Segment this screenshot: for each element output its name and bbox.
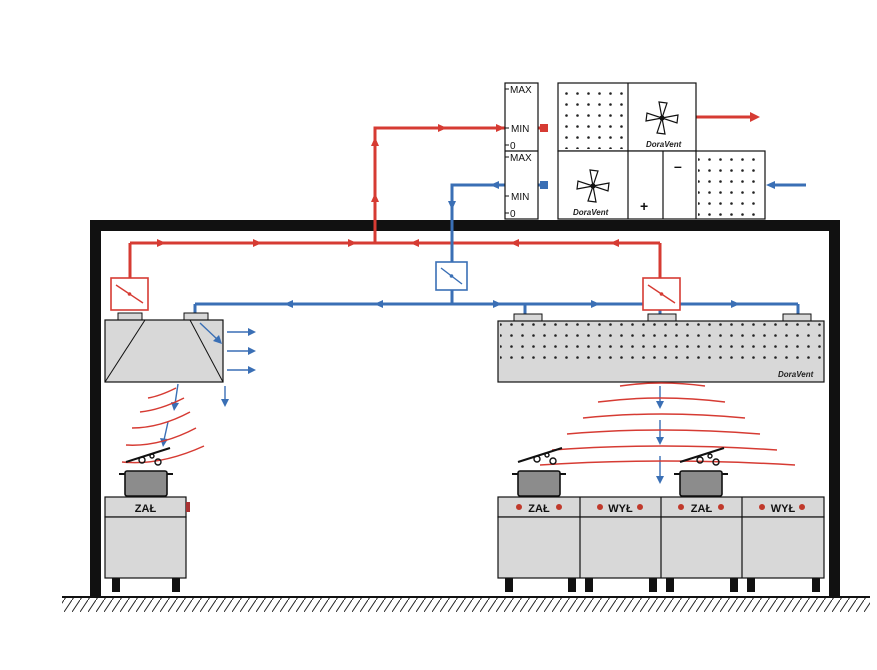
- floor: [62, 596, 870, 612]
- steam-icon: [533, 452, 557, 465]
- exhaust-flow-arrows: [284, 181, 775, 308]
- supply-min-label: MIN: [511, 124, 529, 135]
- supply-filter: [560, 85, 626, 149]
- supply-unit-brand: DoraVent: [646, 140, 682, 149]
- exhaust-air-unit: DoraVent + –: [557, 150, 766, 220]
- damper-icon: [642, 277, 681, 311]
- right-exhaust-hood: DoraVent: [497, 313, 825, 383]
- supply-air-ducts: [128, 115, 752, 278]
- left-hood-airflow: [160, 322, 256, 447]
- exhaust-zero-label: 0: [510, 209, 516, 220]
- heat-wave-icon: [121, 387, 205, 464]
- exhaust-filter: [698, 153, 763, 217]
- hood-diffuser: [500, 323, 822, 367]
- heat-wave-icon: [539, 382, 796, 466]
- damper-icon: [110, 277, 149, 311]
- exhaust-max-label: MAX: [510, 153, 532, 164]
- supply-flow-arrows: [157, 112, 760, 247]
- heater-minus-label: –: [674, 158, 682, 174]
- right-stove-bank: ZAŁ WYŁ ZAŁ WYŁ: [497, 496, 825, 592]
- stove-switch-label: WYŁ: [608, 503, 633, 515]
- heater-plus-label: +: [640, 198, 648, 214]
- right-hood-airflow: [656, 386, 664, 484]
- exhaust-unit-brand: DoraVent: [573, 208, 609, 217]
- hood-brand: DoraVent: [778, 370, 814, 379]
- supply-air-unit: DoraVent: [557, 82, 697, 152]
- fan-icon: [645, 101, 679, 135]
- stove-switch-label: WYŁ: [771, 503, 796, 515]
- stove-switch-label: ZAŁ: [135, 503, 157, 515]
- stove-switch-label: ZAŁ: [528, 503, 550, 515]
- steam-icon: [138, 453, 162, 466]
- cooking-pot-icon: [512, 447, 566, 497]
- stove-indicator-lights: [516, 504, 805, 510]
- cooking-pot-icon: [674, 447, 728, 497]
- control-panel: MAX MIN 0 MAX MIN 0: [504, 82, 539, 220]
- left-exhaust-hood: [104, 312, 224, 383]
- building-frame: [90, 220, 840, 597]
- fan-icon: [576, 169, 610, 203]
- left-stove: ZAŁ: [104, 496, 190, 592]
- steam-icon: [696, 453, 720, 466]
- stove-switch-label: ZAŁ: [691, 503, 713, 515]
- supply-zero-label: 0: [510, 141, 516, 152]
- exhaust-min-label: MIN: [511, 192, 529, 203]
- damper-icon: [435, 261, 468, 291]
- cooking-pot-icon: [119, 447, 173, 497]
- supply-max-label: MAX: [510, 85, 532, 96]
